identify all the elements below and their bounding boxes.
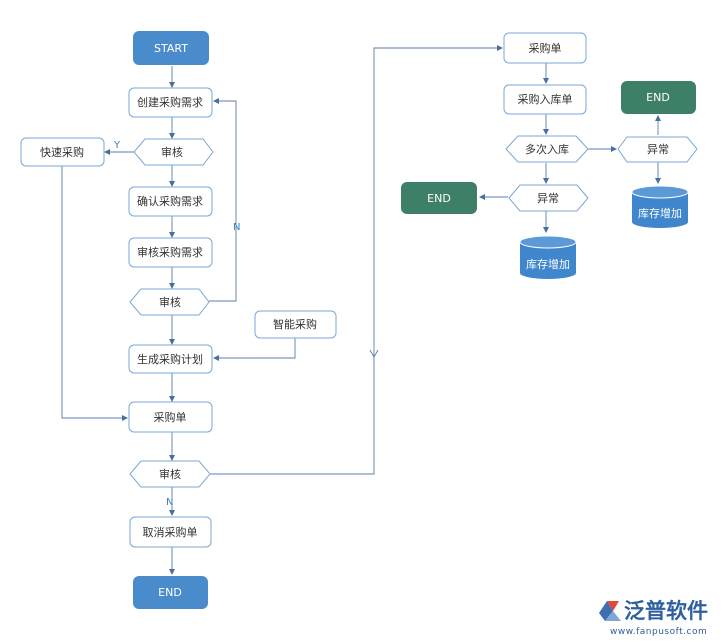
audit-demand-label: 审核采购需求 [137,245,203,259]
label-y: Y [113,140,121,151]
edge-review3-order-right [210,45,503,475]
label-n-loop: N [233,222,240,233]
stock-increase-right-label: 库存增加 [638,206,682,220]
end-mid-label: END [427,192,451,205]
logo-emblem-icon [599,601,621,621]
node-confirm-demand[interactable]: 确认采购需求 [128,186,213,217]
order-left-label: 采购单 [154,410,187,424]
review1-label: 审核 [161,145,183,159]
review3-label: 审核 [159,467,181,481]
logo-name: 泛普软件 [624,599,708,623]
stock-mid-cylinder-body [520,242,576,279]
node-audit-demand[interactable]: 审核采购需求 [128,237,213,268]
quick-purchase-box [20,137,105,167]
create-demand-box [128,87,213,118]
edge-quick-order [61,166,128,421]
review2-label: 审核 [159,295,181,309]
smart-purchase-box [254,310,337,339]
node-order-right[interactable]: 采购单 [503,32,587,64]
confirm-demand-box [128,186,213,217]
node-start[interactable]: START [133,31,209,65]
order-inbound-box [503,84,587,115]
flow-direction-chevron [369,349,379,358]
multi-inbound-hexagon [505,135,589,163]
node-review2[interactable]: 审核 [129,288,210,316]
node-order-left[interactable]: 采购单 [128,401,213,433]
edge-review2-loop-n [209,98,237,302]
stock-right-cylinder-top [631,185,689,199]
stock-increase-mid-label: 库存增加 [526,257,570,271]
exception-right-hexagon [617,136,698,163]
review3-hexagon [129,460,211,488]
exception-mid-hexagon [508,184,589,212]
end-mid-terminal [401,182,477,214]
node-exception-right[interactable]: 异常 [617,136,698,163]
node-gen-plan[interactable]: 生成采购计划 [128,344,213,374]
node-create-demand[interactable]: 创建采购需求 [128,87,213,118]
exception-mid-label: 异常 [537,192,559,205]
end-top-right-terminal [621,81,696,114]
node-exception-mid[interactable]: 异常 [508,184,589,212]
node-end-left[interactable]: END [133,576,208,609]
gen-plan-box [128,344,213,374]
node-cancel-order[interactable]: 取消采购单 [129,516,212,548]
node-end-mid[interactable]: END [401,182,477,214]
cancel-order-label: 取消采购单 [143,525,198,539]
end-left-label: END [158,586,182,599]
node-multi-inbound[interactable]: 多次入库 [505,135,589,163]
order-right-label: 采购单 [529,41,562,55]
cancel-order-box [129,516,212,548]
order-left-box [128,401,213,433]
node-end-top-right[interactable]: END [621,81,696,114]
node-stock-increase-right[interactable]: 库存增加 [631,185,689,228]
node-review3[interactable]: 审核 [129,460,211,488]
node-quick-purchase[interactable]: 快速采购 [20,137,105,167]
node-smart-purchase[interactable]: 智能采购 [254,310,337,339]
connectors [61,45,661,575]
start-label: START [154,42,188,55]
quick-purchase-label: 快速采购 [40,145,84,159]
stock-mid-cylinder-top [519,235,577,249]
multi-inbound-label: 多次入库 [525,142,569,156]
stock-right-cylinder-body [632,192,688,228]
gen-plan-label: 生成采购计划 [137,352,203,366]
brand-logo: 泛普软件 www.fanpusoft.com [599,599,708,637]
end-top-right-label: END [646,91,670,104]
smart-purchase-label: 智能采购 [273,317,317,331]
start-terminal [133,31,209,65]
end-left-terminal [133,576,208,609]
confirm-demand-label: 确认采购需求 [137,194,203,208]
create-demand-label: 创建采购需求 [137,95,203,109]
exception-right-label: 异常 [647,143,669,156]
node-order-inbound[interactable]: 采购入库单 [503,84,587,115]
node-stock-increase-mid[interactable]: 库存增加 [519,235,577,279]
order-inbound-label: 采购入库单 [518,92,573,106]
node-review1[interactable]: 审核 [133,138,214,166]
review1-hexagon [133,138,214,166]
edge-smart-genplan [213,338,296,361]
label-n-bottom: N [166,497,173,508]
review2-hexagon [129,288,210,316]
order-right-box [503,32,587,64]
logo-url: www.fanpusoft.com [610,627,707,637]
audit-demand-box [128,237,213,268]
